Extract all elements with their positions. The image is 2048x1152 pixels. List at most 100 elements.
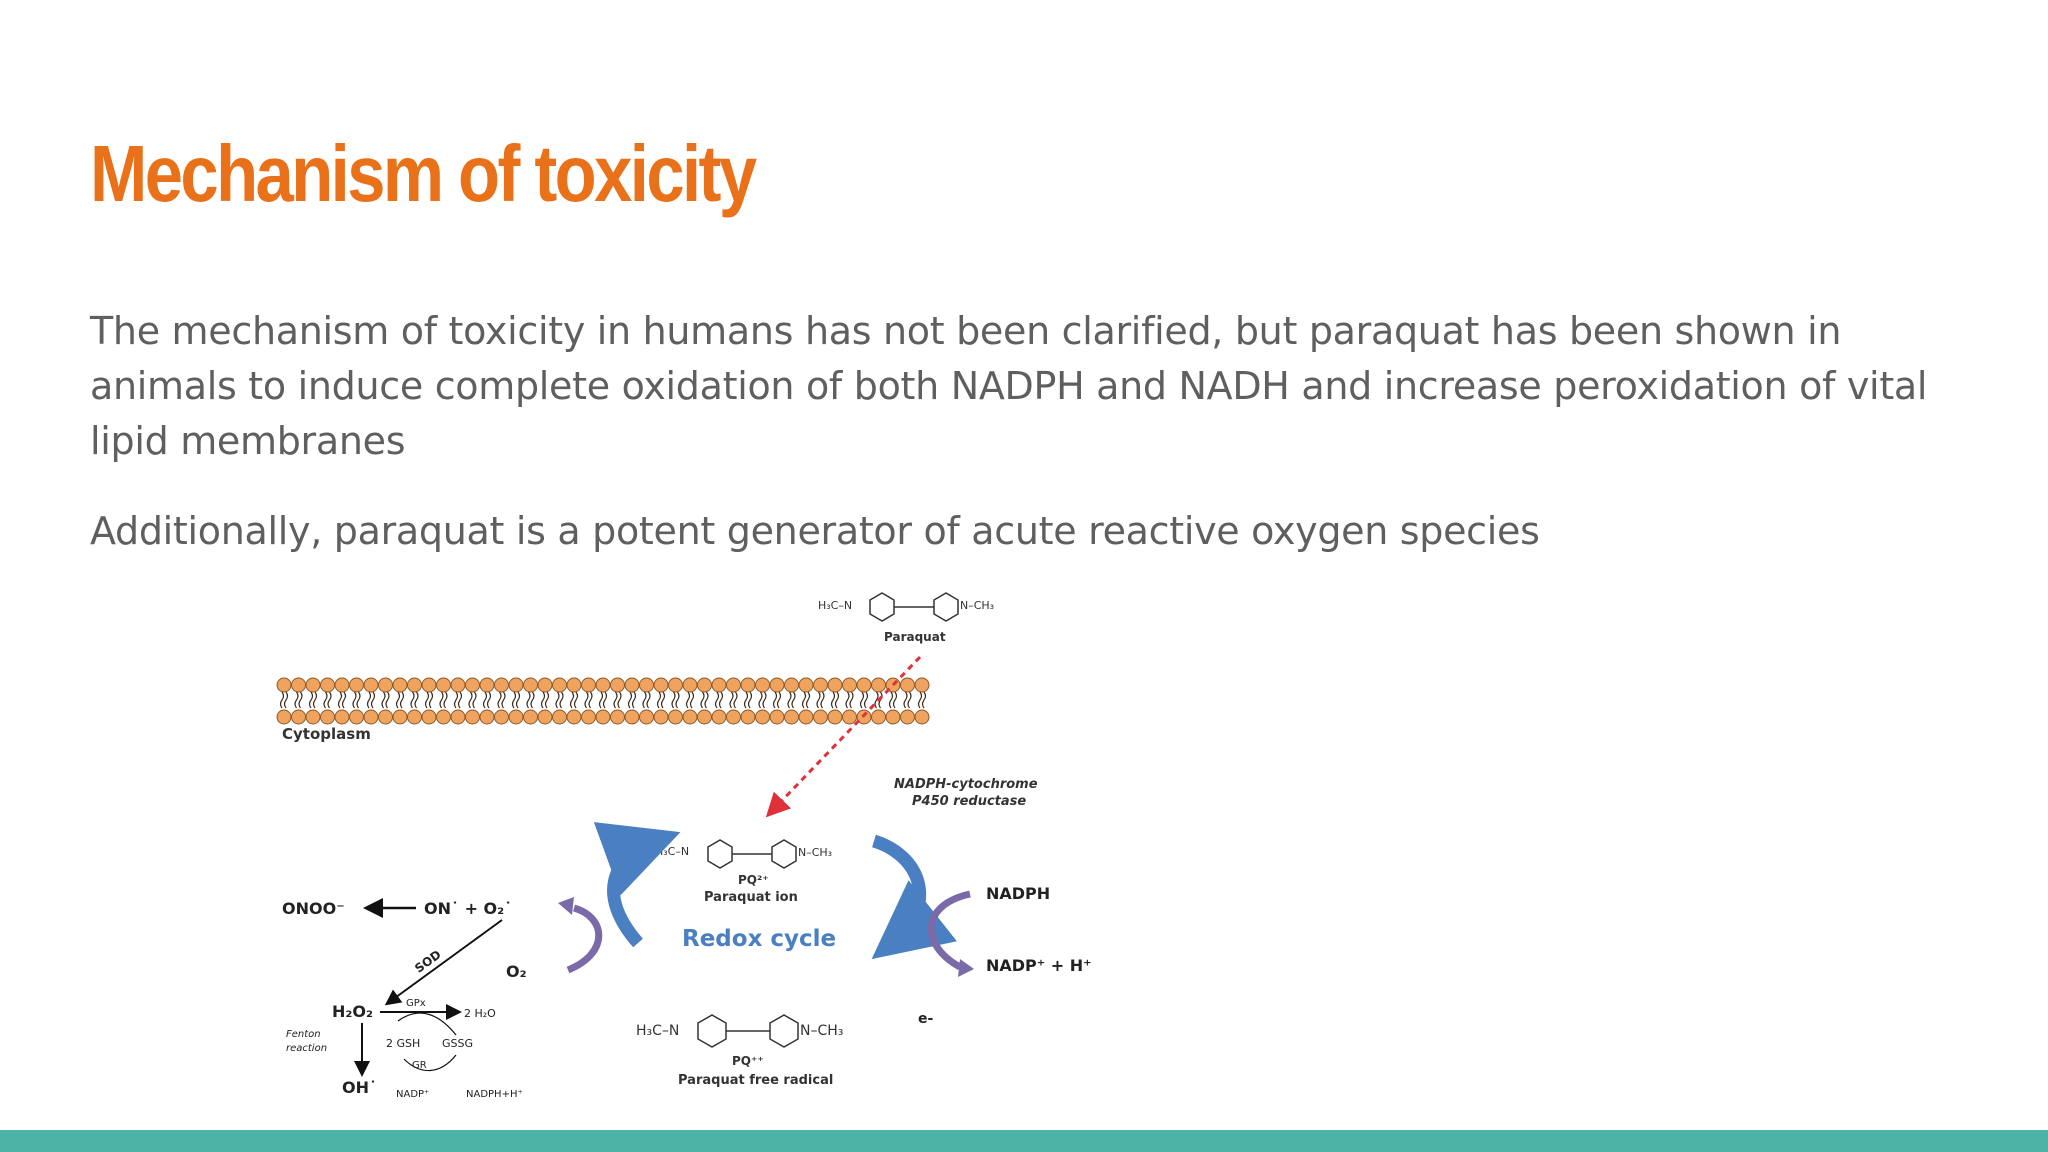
pq-rad-formula: PQ⁺⁺ <box>732 1054 764 1068</box>
fenton-label-1: Fenton <box>286 1029 321 1040</box>
lipid-tail <box>714 691 724 709</box>
lipid-tail <box>917 691 927 709</box>
lipid-head-inner <box>392 709 408 725</box>
lipid-head-inner <box>871 709 886 725</box>
lipid-head-inner <box>755 709 770 725</box>
redox-cycle-label: Redox cycle <box>682 926 836 952</box>
gsh-curve <box>397 1012 457 1036</box>
lipid-head-outer <box>610 677 625 693</box>
lipid-head-outer <box>363 677 379 693</box>
lipid-head-inner <box>900 709 915 725</box>
paraquat-redox-diagram: H₃C–N N–CH₃ Paraquat Cytoplasm NADPH-cyt… <box>276 592 1092 1100</box>
lipid-head-outer <box>465 677 480 693</box>
h2o2-label: H₂O₂ <box>332 1002 373 1021</box>
oxygen-curve <box>566 904 603 974</box>
lipid-tail <box>366 691 376 709</box>
footer-bar <box>0 1130 2048 1152</box>
lipid-head-inner <box>711 709 727 725</box>
lipid-head-outer <box>668 677 683 693</box>
lipid-head-inner <box>682 709 698 725</box>
redox-arrow-left <box>593 822 681 948</box>
lipid-head-inner <box>552 709 567 725</box>
lipid-head-outer <box>639 677 654 693</box>
lipid-tail <box>381 691 390 709</box>
lipid-tail <box>468 691 477 709</box>
lipid-tail <box>888 691 898 709</box>
lipid-head-outer <box>566 677 582 693</box>
lipid-tail <box>830 691 840 709</box>
lipid-head-outer <box>378 677 393 693</box>
lipid-tail <box>337 691 347 709</box>
lipid-head-outer <box>276 677 292 693</box>
lipid-head-outer <box>479 677 495 693</box>
lipid-head-inner <box>465 709 480 725</box>
lipid-tail <box>352 691 361 709</box>
lipid-tail <box>497 691 506 709</box>
lipid-head-outer <box>900 677 915 693</box>
lipid-tail <box>453 691 463 709</box>
lipid-head-outer <box>769 677 785 693</box>
lipid-tail <box>787 691 796 709</box>
lipid-tail <box>540 691 550 709</box>
pq-ion-label: Paraquat ion <box>704 890 798 905</box>
lipid-head-inner <box>479 709 495 725</box>
lipid-tail <box>308 691 318 709</box>
lipid-bilayer <box>276 677 930 725</box>
lipid-head-outer <box>508 677 524 693</box>
lipid-head-outer <box>813 677 828 693</box>
lipid-head-outer <box>755 677 770 693</box>
lipid-head-outer <box>494 677 509 693</box>
lipid-head-outer <box>291 677 306 693</box>
lipid-head-outer <box>653 677 669 693</box>
paraquat-molecule-top: H₃C–N N–CH₃ Paraquat <box>818 592 994 644</box>
enzyme-label-line1: NADPH-cytochrome <box>894 777 1038 792</box>
lipid-head-inner <box>421 709 437 725</box>
lipid-head-inner <box>842 709 857 725</box>
lipid-tail <box>816 691 825 709</box>
lipid-head-inner <box>697 709 712 725</box>
onoo-label: ONOO⁻ <box>282 899 345 918</box>
lipid-head-inner <box>320 709 335 725</box>
lipid-tail <box>656 691 666 709</box>
lipid-head-inner <box>436 709 451 725</box>
lipid-tail <box>482 691 492 709</box>
lipid-tail <box>903 691 912 709</box>
lipid-head-outer <box>450 677 466 693</box>
lipid-tail <box>613 691 622 709</box>
sod-arrow <box>384 919 503 1006</box>
lipid-tail <box>526 691 535 709</box>
redox-arrow-right <box>871 834 957 960</box>
lipid-tail <box>729 691 738 709</box>
lipid-head-outer <box>436 677 451 693</box>
top-h3c-label: H₃C–N <box>818 599 852 612</box>
lipid-head-inner <box>523 709 538 725</box>
gr-curve <box>403 1054 457 1072</box>
lipid-head-inner <box>885 709 901 725</box>
lipid-head-inner <box>508 709 524 725</box>
lipid-tail <box>671 691 680 709</box>
lipid-tail <box>410 691 419 709</box>
lipid-tail <box>439 691 448 709</box>
lipid-head-outer <box>320 677 335 693</box>
lipid-head-inner <box>610 709 625 725</box>
nadp-label: NADP⁺ + H⁺ <box>986 956 1092 975</box>
paraquat-radical-molecule: H₃C–N N–CH₃ PQ⁺⁺ Paraquat free radical <box>636 1014 843 1088</box>
lipid-tail <box>294 691 303 709</box>
lipid-tail <box>569 691 579 709</box>
lipid-head-inner <box>494 709 509 725</box>
lipid-tail <box>424 691 434 709</box>
lipid-head-outer <box>305 677 321 693</box>
lipid-head-outer <box>914 677 930 693</box>
lipid-head-inner <box>276 709 292 725</box>
lipid-head-outer <box>711 677 727 693</box>
lipid-head-outer <box>827 677 843 693</box>
paraquat-ion-molecule: H₃C–N N–CH₃ PQ²⁺ Paraquat ion <box>655 839 832 905</box>
two-h2o-label: 2 H₂O <box>464 1007 496 1020</box>
lipid-tail <box>584 691 593 709</box>
pq-rad-ch3-label: N–CH₃ <box>800 1023 843 1039</box>
lipid-head-inner <box>639 709 654 725</box>
lipid-tail <box>627 691 637 709</box>
lipid-tail <box>279 691 289 709</box>
lipid-head-inner <box>813 709 828 725</box>
